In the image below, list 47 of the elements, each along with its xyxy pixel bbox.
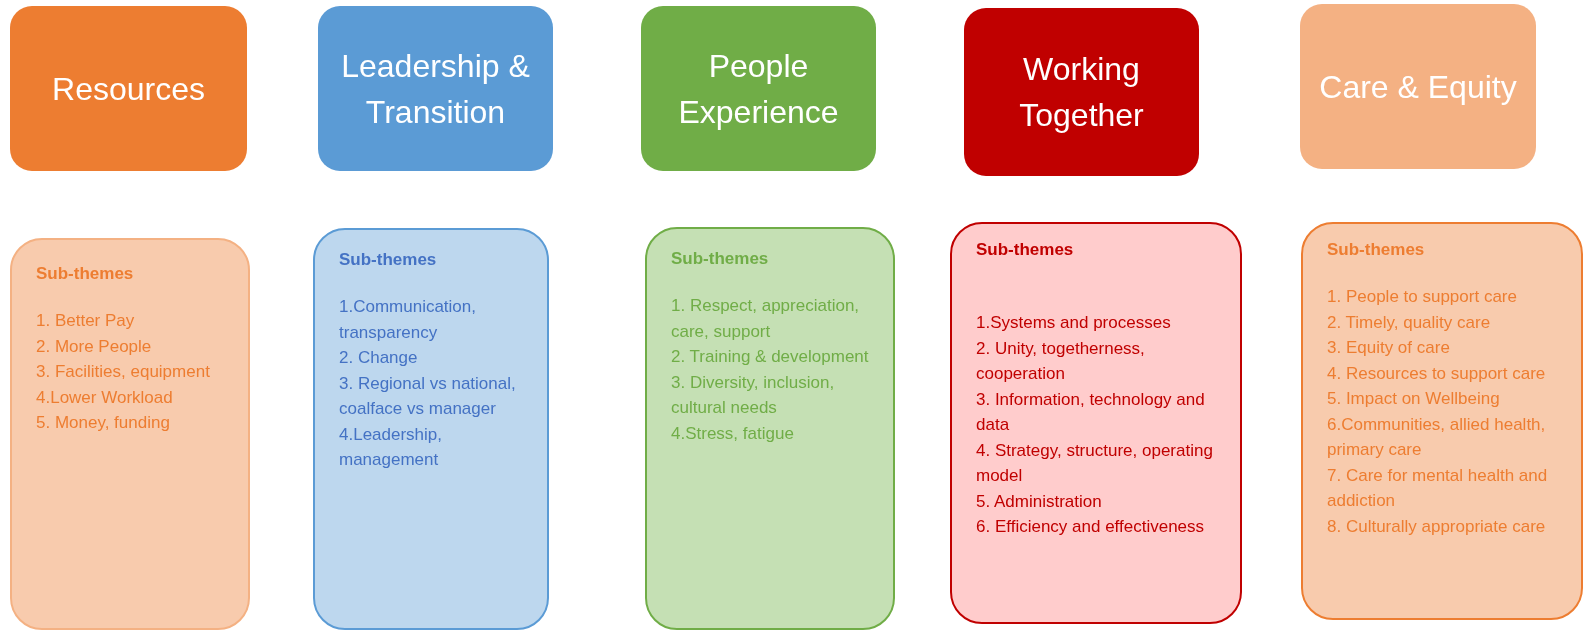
subtheme-item: 4. Strategy, structure, operating model [976, 439, 1214, 487]
theme-box [1300, 4, 1536, 169]
subtheme-card [10, 238, 250, 630]
theme-box [964, 8, 1199, 176]
subtheme-heading: Sub-themes [671, 248, 770, 270]
subtheme-item: 5. Administration [976, 490, 1103, 513]
theme-title: People Experience [677, 46, 840, 132]
subtheme-heading: Sub-themes [339, 249, 438, 271]
subtheme-item: 2. Change [339, 347, 419, 369]
subtheme-item: 4. Resources to support care [1327, 362, 1547, 385]
subtheme-item: 1. People to support care [1327, 286, 1518, 308]
subtheme-item: 6. Efficiency and effectiveness [976, 516, 1206, 538]
subtheme-item: 2. Timely, quality care [1327, 311, 1492, 334]
subtheme-item: 1.Systems and processes [976, 312, 1172, 334]
subtheme-item: 2. More People [36, 335, 153, 358]
theme-box [318, 6, 553, 171]
subtheme-item: 7. Care for mental health and addiction [1327, 464, 1549, 512]
theme-title: Leadership & Transition [340, 46, 531, 132]
subtheme-item: 3. Equity of care [1327, 337, 1451, 359]
subtheme-item: 3. Information, technology and data [976, 388, 1206, 436]
subtheme-heading: Sub-themes [36, 263, 135, 285]
subtheme-item: 3. Regional vs national, coalface vs manager [339, 372, 517, 420]
theme-title: Resources [52, 69, 205, 109]
subtheme-item: 1. Respect, appreciation, care, support [671, 295, 861, 343]
subtheme-item: 3. Facilities, equipment [36, 361, 211, 383]
theme-box [10, 6, 247, 171]
subtheme-card [645, 227, 895, 630]
subtheme-card [313, 228, 549, 630]
subtheme-item: 1. Better Pay [36, 310, 136, 332]
subtheme-item: 1.Communication, transparency [339, 296, 477, 344]
subtheme-item: 2. Training & development [671, 346, 870, 368]
subtheme-item: 5. Money, funding [36, 412, 171, 434]
subtheme-item: 2. Unity, togetherness, cooperation [976, 337, 1146, 385]
theme-title: Working Together [1018, 50, 1145, 135]
subtheme-card [1301, 222, 1583, 620]
subtheme-item: 3. Diversity, inclusion, cultural needs [671, 371, 836, 419]
theme-title: Care & Equity [1319, 67, 1517, 107]
theme-box [641, 6, 876, 171]
subtheme-item: 4.Leadership, management [339, 423, 444, 471]
subtheme-item: 4.Lower Workload [36, 386, 174, 409]
subtheme-heading: Sub-themes [1327, 239, 1426, 261]
subtheme-heading: Sub-themes [976, 239, 1075, 261]
subtheme-item: 5. Impact on Wellbeing [1327, 388, 1501, 410]
subtheme-item: 6.Communities, allied health, primary care [1327, 413, 1547, 461]
subtheme-item: 4.Stress, fatigue [671, 422, 795, 445]
subtheme-card [950, 222, 1242, 624]
subtheme-item: 8. Culturally appropriate care [1327, 515, 1547, 538]
